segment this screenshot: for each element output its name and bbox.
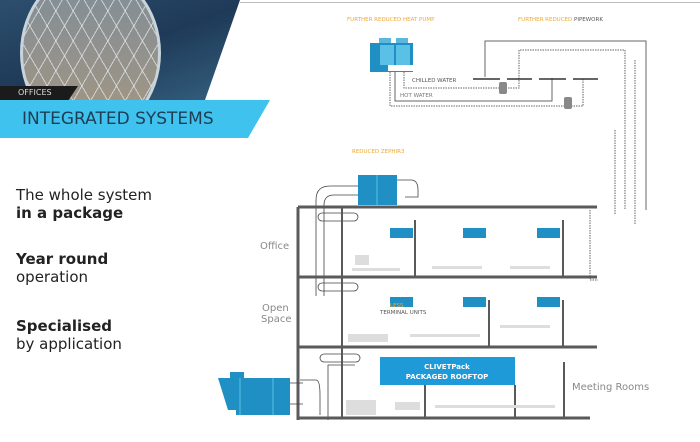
terminal-units xyxy=(390,228,560,307)
clivetpack-name: CLIVETPack xyxy=(424,363,470,371)
room-label-meeting: Meeting Rooms xyxy=(572,382,649,393)
room-label-space: Space xyxy=(261,314,291,325)
room-label-open: Open xyxy=(262,303,289,314)
rooftop-unit xyxy=(218,372,303,415)
pipework-label: FURTHER REDUCED PIPEWORK xyxy=(518,17,603,23)
chilled-water-label: CHILLED WATER xyxy=(412,78,456,84)
terminal-units-label: TERMINAL UNITS xyxy=(379,310,427,316)
hot-water-label: HOT WATER xyxy=(400,93,433,99)
zephir-label: REDUCED ZEPHIR3 xyxy=(352,149,405,155)
zephir-unit xyxy=(358,175,397,205)
heat-pump-unit xyxy=(370,38,413,72)
clivetpack-box xyxy=(380,357,515,385)
top-rule xyxy=(240,2,700,3)
pump-icon xyxy=(564,97,572,109)
room-label-office: Office xyxy=(260,241,289,252)
pipework xyxy=(389,40,647,281)
heat-pump-label: FURTHER REDUCED HEAT PUMP xyxy=(347,17,435,23)
building-walls xyxy=(296,205,597,420)
hero-image xyxy=(0,0,240,100)
furniture xyxy=(346,255,555,415)
ducts xyxy=(300,179,419,420)
page-title: INTEGRATED SYSTEMS xyxy=(0,100,270,138)
pump-icon xyxy=(499,82,507,94)
section-label: OFFICES xyxy=(0,86,78,100)
clivetpack-desc: PACKAGED ROOFTOP xyxy=(406,373,489,381)
less-label: LESS xyxy=(390,303,404,309)
glass-dome-image xyxy=(20,0,161,100)
